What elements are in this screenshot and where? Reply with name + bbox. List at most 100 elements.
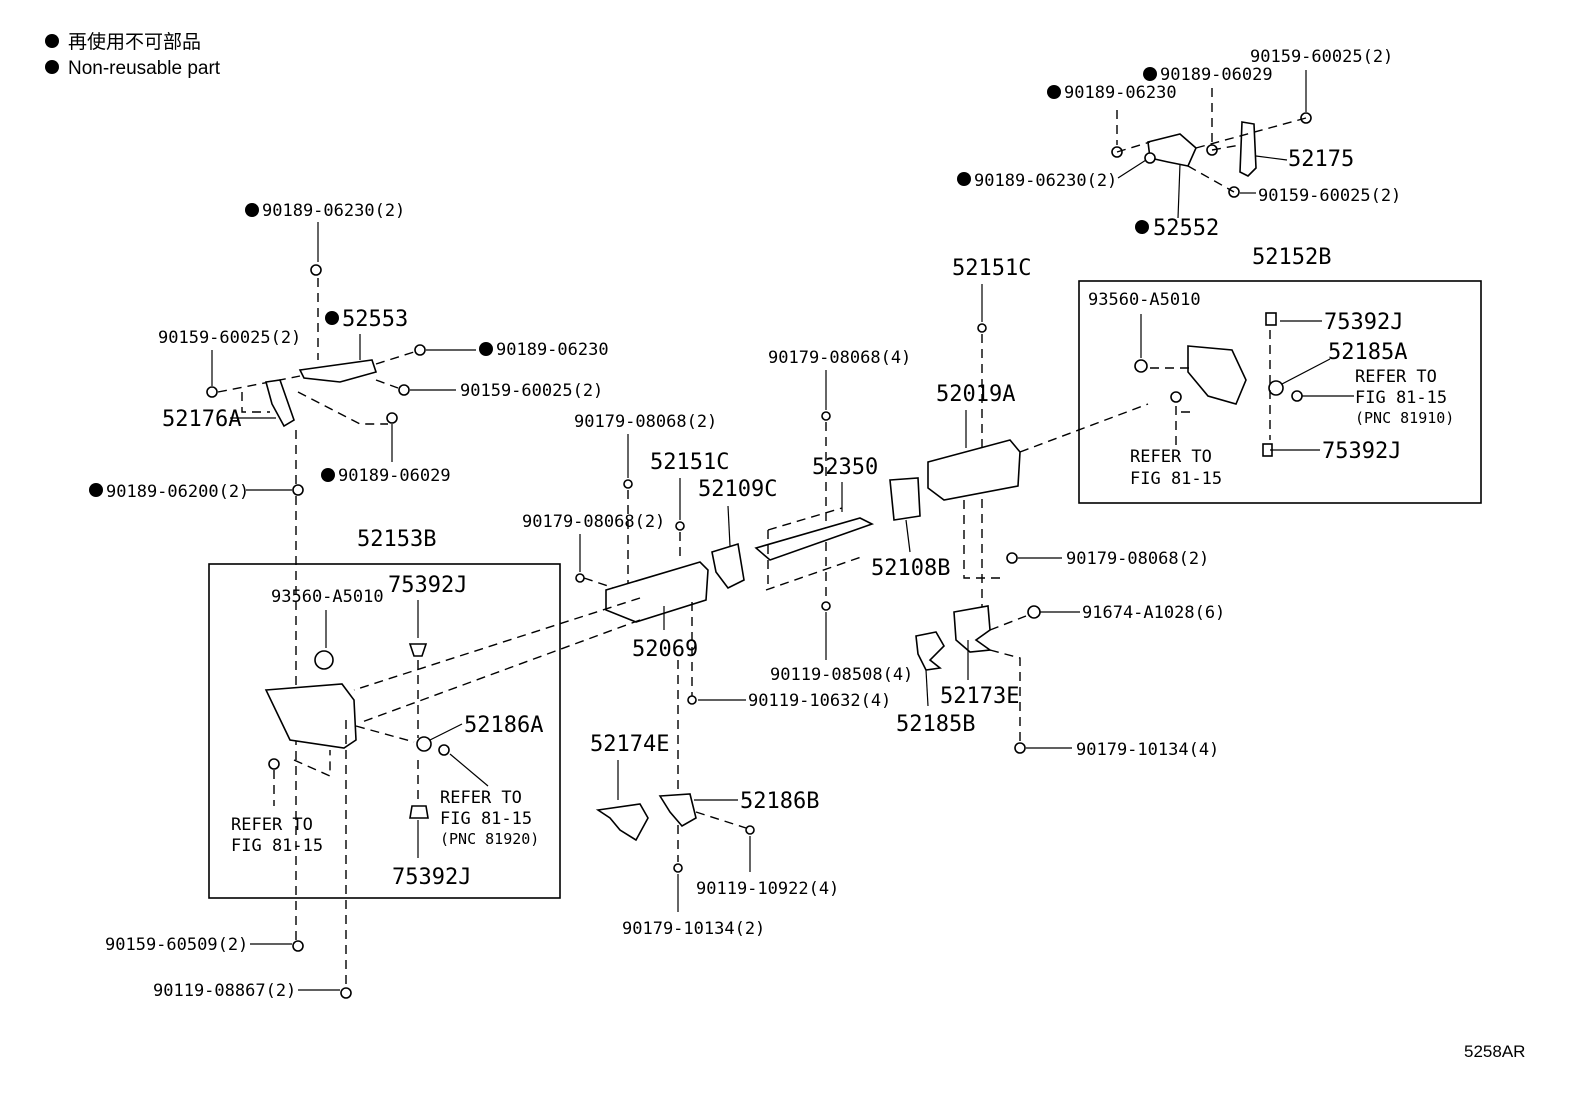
label-90189-06230-2-left: 90189-06230(2) [262,201,405,221]
label-52186a: 52186A [464,713,543,738]
label-refer-r2b: FIG 81-15 [1130,469,1222,489]
label-52152b: 52152B [1252,245,1331,270]
bracket-52186b [658,793,697,828]
reinforcement-52019a [927,439,1021,501]
clip-icon [292,484,304,496]
top-right-bracket-group: 90159-60025(2) 90189-06029 90189-06230 5… [957,47,1401,241]
label-52553: 52553 [342,307,408,332]
box-52153b: 52153B 93560-A5010 75392J 52186A REFER T… [208,527,561,988]
label-refer-l1b: FIG 81-15 [440,809,532,829]
legend-en-text: Non-reusable part [68,58,221,79]
label-91674-a1028-6: 91674-A1028(6) [1082,603,1225,623]
bolt-icon [821,601,831,611]
clip-icon [1268,380,1284,396]
label-90119-10632-4: 90119-10632(4) [748,691,891,711]
nut-icon [268,758,280,770]
bolt-icon [1027,605,1041,619]
bolt-icon [687,695,697,705]
label-refer-l2a: REFER TO [231,815,313,835]
bracket-52174e [595,803,649,842]
label-52108b: 52108B [871,556,950,581]
label-90159-60025-2-top: 90159-60025(2) [1250,47,1393,67]
label-90119-08508-4: 90119-08508(4) [770,665,913,685]
label-90159-60025-2-topb: 90159-60025(2) [1258,186,1401,206]
screw-icon [206,386,218,398]
rail-52350 [754,517,875,561]
label-90159-60025-2-l1: 90159-60025(2) [158,328,301,348]
label-52019a: 52019A [936,382,1015,407]
label-52185a: 52185A [1328,340,1407,365]
label-52552: 52552 [1153,216,1219,241]
bolt-icon [314,650,334,670]
screw-icon [1006,552,1018,564]
clip-icon [416,736,432,752]
screw-icon [623,479,633,489]
label-93560-a5010-r: 93560-A5010 [1088,290,1201,310]
label-90179-08068-2-l: 90179-08068(2) [522,512,665,532]
screw-icon [821,411,831,421]
label-refer-r1a: REFER TO [1355,367,1437,387]
bottom-left-group: 90159-60509(2) 90119-08867(2) [105,935,352,1001]
label-52176a: 52176A [162,407,241,432]
bracket-52176a [264,379,295,428]
label-refer-l1c: (PNC 81920) [440,830,539,848]
clip-icon [977,323,987,333]
label-52175: 52175 [1288,147,1354,172]
figure-code: 5258AR [1464,1042,1525,1061]
label-93560-a5010-l: 93560-A5010 [271,587,384,607]
bumper-cap-left [264,683,357,749]
part-52175-bracket [1239,121,1257,177]
right-center-group: 52151C 52019A 52108B 90179-08068(4) 5235… [754,256,1225,760]
screw-icon [398,384,410,396]
label-refer-r1b: FIG 81-15 [1355,388,1447,408]
fastener-icon [408,643,428,657]
label-90179-08068-4: 90179-08068(4) [768,348,911,368]
part-52552-bracket [1147,133,1197,167]
clip-icon [1291,390,1303,402]
label-90189-06230-left: 90189-06230 [496,340,609,360]
support-52069 [605,561,709,623]
label-75392j-l1: 75392J [388,573,467,598]
label-90159-60025-2-l2: 90159-60025(2) [460,381,603,401]
label-refer-l2b: FIG 81-15 [231,836,323,856]
label-90189-06200-2: 90189-06200(2) [106,482,249,502]
screw-icon [1014,742,1026,754]
screw-icon [1300,112,1312,124]
fastener-icon [1265,312,1277,326]
label-52185b: 52185B [896,712,975,737]
clip-icon [438,744,450,756]
bracket-52553 [298,359,378,383]
label-90119-08867-2: 90119-08867(2) [153,981,296,1001]
label-refer-r1c: (PNC 81910) [1355,409,1454,427]
label-90119-10922-4: 90119-10922(4) [696,879,839,899]
fastener-icon [409,805,429,819]
label-90179-08068-2-r: 90179-08068(2) [1066,549,1209,569]
label-90159-60509-2: 90159-60509(2) [105,935,248,955]
screw-icon [745,825,755,835]
label-refer-r2a: REFER TO [1130,447,1212,467]
label-52151c-mid: 52151C [650,450,729,475]
label-75392j-l2: 75392J [392,865,471,890]
label-75392j-r1: 75392J [1324,310,1403,335]
label-52174e: 52174E [590,732,669,757]
label-52151c-top: 52151C [952,256,1031,281]
label-90179-10134-2: 90179-10134(2) [622,919,765,939]
label-52109c: 52109C [698,477,777,502]
clip-icon [675,521,685,531]
clip-icon [414,344,426,356]
label-75392j-r2: 75392J [1322,439,1401,464]
nut-icon [1170,391,1182,403]
label-90189-06029-top: 90189-06029 [1160,65,1273,85]
legend-jp-text: 再使用不可部品 [68,31,201,53]
label-90189-06230-top: 90189-06230 [1064,83,1177,103]
label-52186b: 52186B [740,789,819,814]
bracket-52173e [953,605,993,653]
bumper-cap-right [1187,345,1247,405]
clip-icon [386,412,398,424]
center-group: 90179-08068(2) 52151C 52109C 90179-08068… [353,412,891,939]
bracket-52108b [889,477,921,521]
screw-icon [292,940,304,952]
label-90179-10134-4: 90179-10134(4) [1076,740,1219,760]
left-upper-group: 90189-06230(2) 52553 90159-60025(2) 9018… [89,201,609,940]
